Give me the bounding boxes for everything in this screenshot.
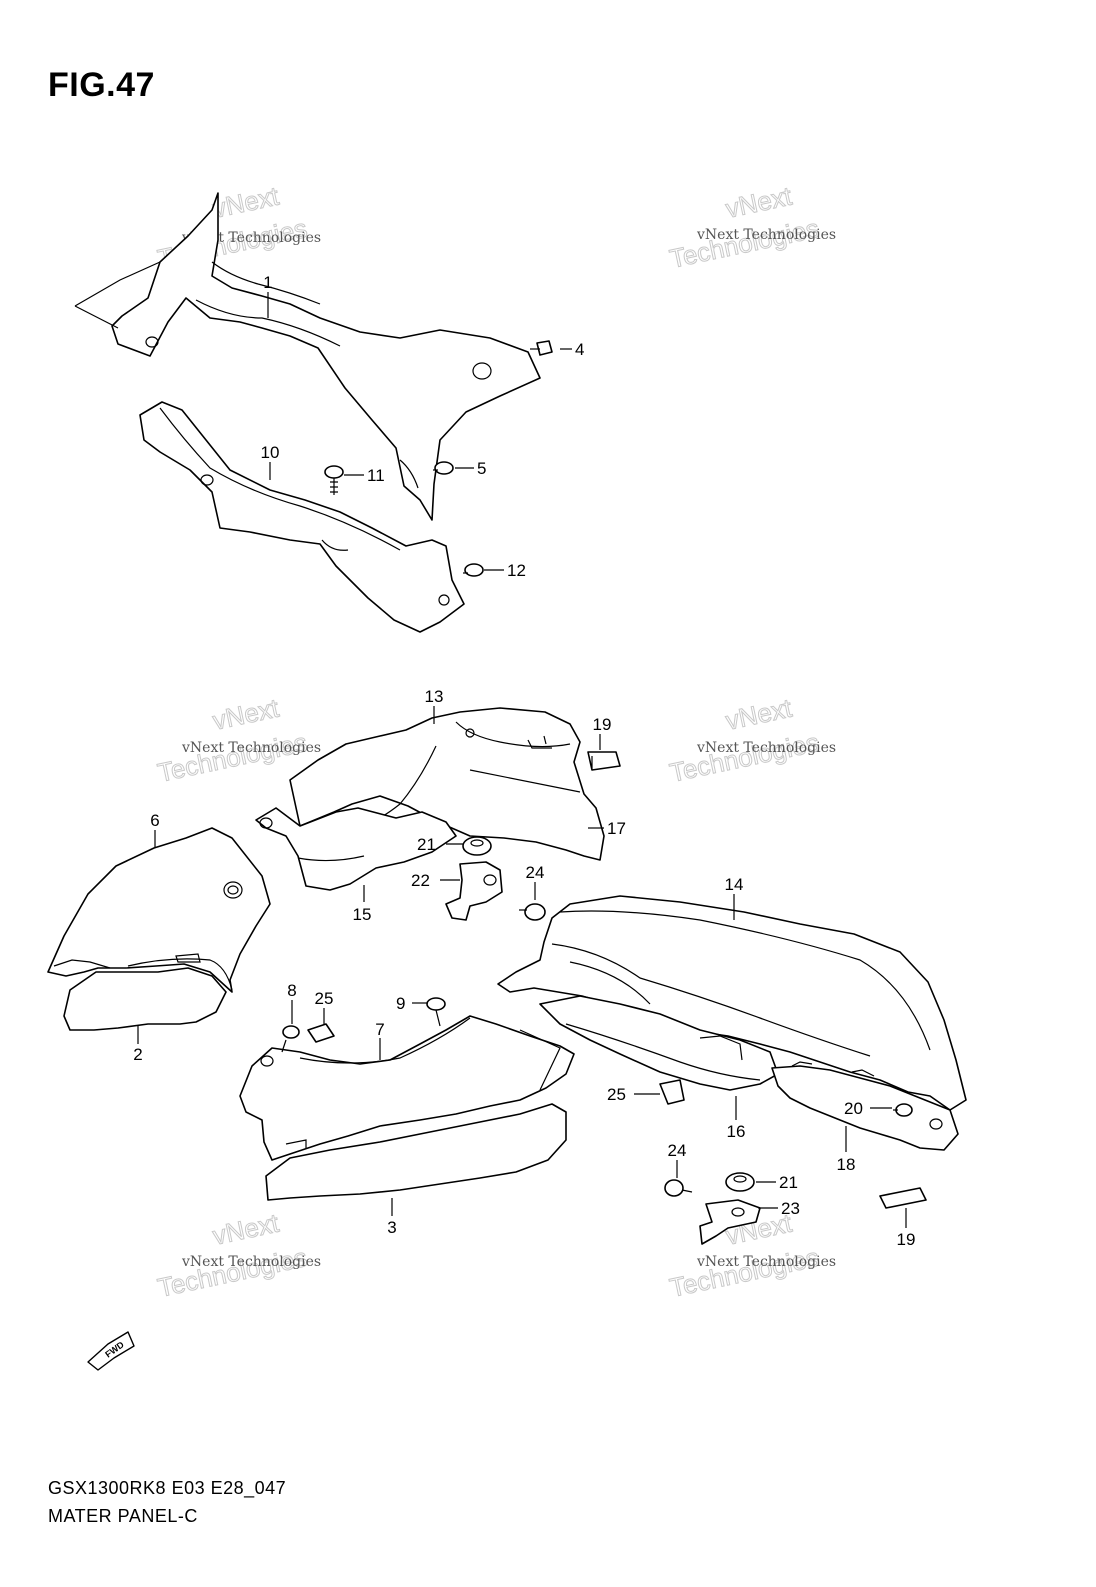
bolt-24-lower	[664, 1179, 693, 1197]
watermark-text: vNext Technologies	[696, 1254, 836, 1270]
callout-14: 14	[725, 875, 744, 894]
watermark-text: vNext Technologies	[696, 227, 836, 243]
fwd-arrow-icon: FWD	[87, 1331, 135, 1371]
grommet-4	[530, 340, 553, 356]
part-6-side-cover	[47, 827, 271, 993]
callout-20: 20	[844, 1099, 863, 1118]
callout-24-lower: 24	[668, 1141, 687, 1160]
callout-12: 12	[507, 561, 526, 580]
part-18-rear-panel	[771, 1061, 959, 1151]
screw-5	[433, 461, 454, 475]
watermark-text: vNext	[723, 181, 795, 224]
part-1-inner-panel	[74, 192, 541, 521]
callout-19-lower: 19	[897, 1230, 916, 1249]
callout-25-upper: 25	[315, 989, 334, 1008]
callout-5: 5	[477, 459, 486, 478]
callout-21-upper: 21	[417, 835, 436, 854]
watermark-4: vNext Technologies vNext Technologies	[667, 692, 837, 788]
watermark-text: vNext Technologies	[181, 1254, 321, 1270]
diagram-name: MATER PANEL-C	[48, 1506, 198, 1526]
part-3-bottom-cover	[265, 1103, 567, 1201]
callout-1: 1	[263, 273, 272, 292]
watermark-text: Technologies	[667, 213, 822, 274]
part-13-center-duct	[289, 707, 605, 861]
part-16-under-panel	[539, 995, 779, 1091]
callout-10: 10	[261, 443, 280, 462]
screw-12	[463, 563, 484, 577]
part-2-lower-cover	[63, 967, 227, 1031]
watermark-text: vNext Technologies	[181, 740, 321, 756]
grommet-21-lower	[725, 1172, 755, 1192]
callout-21-lower: 21	[779, 1173, 798, 1192]
block-19-upper	[587, 751, 621, 771]
callout-17: 17	[607, 819, 626, 838]
callout-8: 8	[287, 981, 296, 1000]
callout-19-upper: 19	[593, 715, 612, 734]
nut-25-lower	[659, 1079, 685, 1105]
callout-labels: 1 4 5 10 11 12 13 19 17 21 22 24 15 6 14…	[133, 273, 915, 1249]
watermark-text: Technologies	[155, 1242, 310, 1303]
bracket-23	[699, 1199, 761, 1245]
part-7-front-cover	[239, 1015, 575, 1161]
callout-11: 11	[367, 466, 385, 485]
callout-15: 15	[353, 905, 372, 924]
watermark-text: vNext	[210, 1208, 282, 1251]
watermark-2: vNext Technologies vNext Technologies	[667, 180, 837, 274]
callout-23: 23	[781, 1199, 800, 1218]
callout-3: 3	[387, 1218, 396, 1237]
watermark-text: Technologies	[667, 1242, 822, 1303]
watermark-text: vNext	[210, 693, 282, 736]
watermark-text: Technologies	[667, 727, 822, 788]
callout-2: 2	[133, 1045, 142, 1064]
callout-25-lower: 25	[607, 1085, 626, 1104]
block-19-lower	[879, 1187, 927, 1209]
callout-7: 7	[375, 1020, 384, 1039]
bracket-22	[445, 861, 503, 921]
callout-16: 16	[727, 1122, 746, 1141]
watermark-text: Technologies	[155, 727, 310, 788]
screw-9	[426, 997, 446, 1027]
callout-4: 4	[575, 340, 584, 359]
nut-25-upper	[307, 1023, 335, 1043]
figure-title: FIG.47	[48, 66, 155, 104]
watermark-text: vNext	[723, 693, 795, 736]
watermark-text: vNext Technologies	[696, 740, 836, 756]
callout-18: 18	[837, 1155, 856, 1174]
callout-13: 13	[425, 687, 444, 706]
screw-20	[893, 1103, 913, 1117]
callout-22: 22	[411, 871, 430, 890]
watermark-text: vNext	[210, 181, 282, 224]
leader-lines	[137, 292, 907, 1228]
callout-24-upper: 24	[526, 863, 545, 882]
screw-8	[281, 1025, 300, 1053]
grommet-21-upper	[462, 836, 492, 856]
watermark-5: vNext Technologies vNext Technologies	[155, 1207, 322, 1303]
bolt-24-upper	[519, 903, 546, 921]
screw-11	[324, 465, 344, 495]
watermark-3: vNext Technologies vNext Technologies	[155, 692, 322, 788]
diagram-code: GSX1300RK8 E03 E28_047	[48, 1478, 287, 1498]
callout-9: 9	[396, 994, 405, 1013]
part-10-lower-panel	[139, 401, 465, 633]
callout-6: 6	[150, 811, 159, 830]
part-15-lower-duct	[255, 807, 457, 891]
